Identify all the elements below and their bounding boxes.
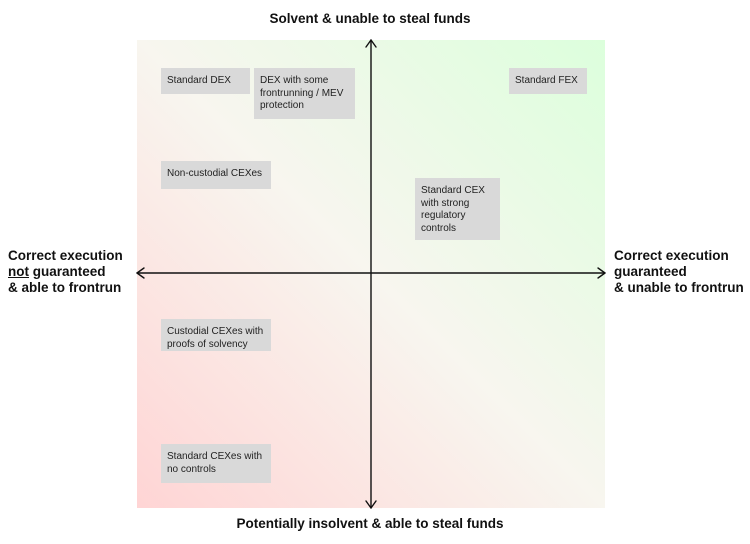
- vertical-axis-arrow-top: [365, 39, 377, 48]
- axis-label-left-not: not: [8, 264, 29, 279]
- box-custodial-cexes-proofs: Custodial CEXes with proofs of solvency: [161, 319, 271, 351]
- axis-label-right-line1: Correct execution: [614, 248, 729, 263]
- box-standard-dex: Standard DEX: [161, 68, 250, 94]
- horizontal-axis-arrow-left: [136, 267, 145, 279]
- axis-label-left-guaranteed: guaranteed: [29, 264, 106, 279]
- axis-label-left-line2: not guaranteed: [8, 264, 136, 280]
- axis-label-right: Correct execution guaranteed & unable to…: [614, 248, 750, 296]
- axis-label-left-line3: & able to frontrun: [8, 280, 122, 295]
- axis-label-left-line1: Correct execution: [8, 248, 123, 263]
- axis-label-top: Solvent & unable to steal funds: [269, 11, 471, 26]
- axis-label-right-line3: & unable to frontrun: [614, 280, 744, 295]
- axis-label-right-line2: guaranteed: [614, 264, 687, 279]
- box-non-custodial-cexes: Non-custodial CEXes: [161, 161, 271, 189]
- box-dex-mev-protection: DEX with some frontrunning / MEV protect…: [254, 68, 355, 119]
- axis-label-left: Correct execution not guaranteed & able …: [8, 248, 136, 296]
- axis-label-bottom: Potentially insolvent & able to steal fu…: [236, 516, 504, 531]
- box-standard-cex-regulatory: Standard CEX with strong regulatory cont…: [415, 178, 500, 240]
- vertical-axis-arrow-bottom: [365, 500, 377, 509]
- box-standard-fex: Standard FEX: [509, 68, 587, 94]
- box-standard-cexes-no-controls: Standard CEXes with no controls: [161, 444, 271, 483]
- horizontal-axis-arrow-right: [597, 267, 606, 279]
